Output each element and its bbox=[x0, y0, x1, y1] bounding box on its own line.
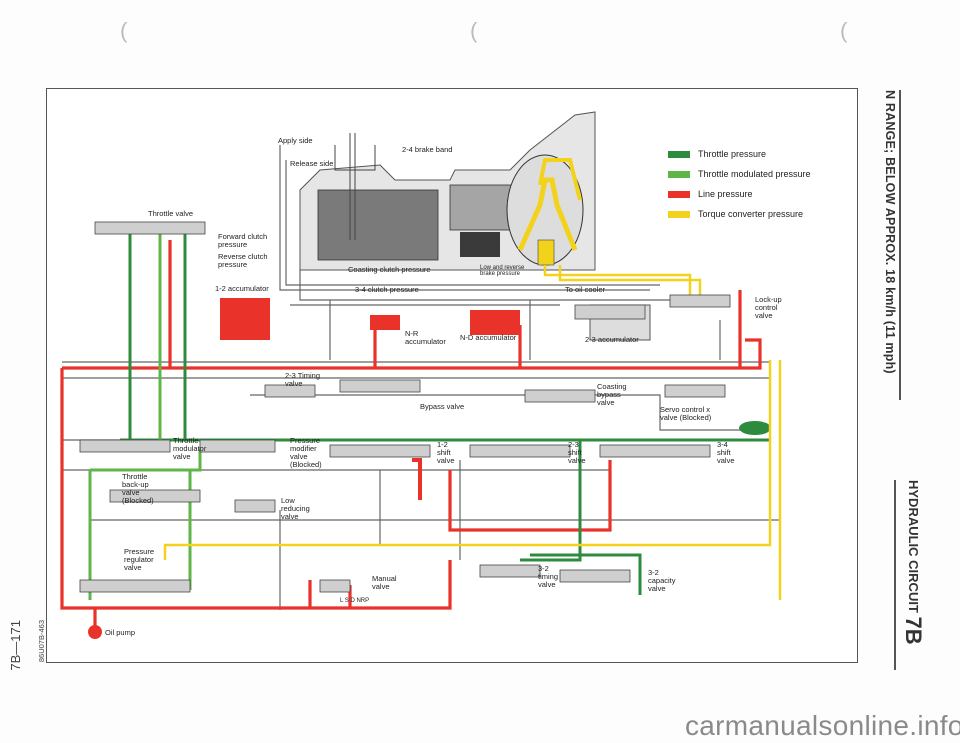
legend-item-line: Line pressure bbox=[668, 184, 811, 204]
label-brake-band: 2-4 brake band bbox=[402, 145, 453, 154]
converter-pressure-circuit bbox=[163, 265, 782, 600]
title-rule bbox=[899, 90, 901, 400]
label-clutch-34: 3-4 clutch pressure bbox=[355, 285, 419, 294]
legend-label: Throttle modulated pressure bbox=[698, 169, 811, 179]
label-low-reverse: Low and reverse brake pressure bbox=[480, 265, 525, 277]
chapter-title: HYDRAULIC CIRCUIT bbox=[906, 480, 921, 613]
chapter-rule bbox=[894, 480, 896, 670]
chapter-heading: HYDRAULIC CIRCUIT 7B bbox=[900, 480, 926, 645]
page-number: 7B—171 bbox=[8, 620, 23, 671]
label-manual-positions: L S D NRP bbox=[340, 598, 370, 604]
legend-label: Line pressure bbox=[698, 189, 753, 199]
label-accumulator-23: 2-3 accumulator bbox=[585, 335, 639, 344]
label-coasting-clutch: Coasting clutch pressure bbox=[348, 265, 431, 274]
torque-converter bbox=[517, 158, 582, 266]
label-shift-12: 1-2 shift valve bbox=[437, 440, 455, 465]
label-release-side: Release side bbox=[290, 159, 334, 168]
accumulator-12 bbox=[220, 298, 270, 340]
scan-mark: ( bbox=[120, 18, 128, 43]
legend-swatch bbox=[668, 170, 690, 178]
legend-item-throttle: Throttle pressure bbox=[668, 144, 811, 164]
label-apply-side: Apply side bbox=[278, 136, 313, 145]
label-lockup: Lock-up control valve bbox=[755, 295, 782, 320]
legend-item-converter: Torque converter pressure bbox=[668, 204, 811, 224]
legend-swatch bbox=[668, 190, 690, 198]
label-shift-34: 3-4 shift valve bbox=[717, 440, 735, 465]
label-nd-accumulator: N-D accumulator bbox=[460, 333, 517, 342]
watermark: carmanualsonline.info bbox=[685, 710, 960, 741]
nd-accumulator bbox=[470, 310, 520, 335]
label-reverse-clutch: Reverse clutch pressure bbox=[218, 252, 268, 269]
label-timing-23: 2-3 Timing valve bbox=[285, 371, 321, 388]
figure-id: 86U07B-463 bbox=[37, 620, 46, 663]
legend-item-throttle-modulated: Throttle modulated pressure bbox=[668, 164, 811, 184]
oil-pump-icon bbox=[88, 625, 102, 639]
label-to-oil-cooler: To oil cooler bbox=[565, 285, 606, 294]
scan-mark: ( bbox=[840, 18, 848, 43]
label-throttle-modulator: Throttle modulator valve bbox=[173, 436, 207, 461]
legend-label: Throttle pressure bbox=[698, 149, 767, 159]
legend: Throttle pressure Throttle modulated pre… bbox=[668, 144, 811, 224]
throttle-port bbox=[739, 421, 771, 435]
legend-swatch bbox=[668, 150, 690, 158]
legend-label: Torque converter pressure bbox=[698, 209, 804, 219]
label-coasting-bypass: Coasting bypass valve bbox=[597, 382, 627, 407]
page-subtitle: N RANGE; BELOW APPROX. 18 km/h (11 mph) bbox=[883, 90, 897, 374]
valves bbox=[79, 221, 731, 593]
label-capacity-32: 3-2 capacity valve bbox=[648, 568, 676, 593]
label-manual-valve: Manual valve bbox=[372, 574, 397, 591]
label-throttle-backup: Throttle back-up valve (Blocked) bbox=[122, 472, 154, 505]
nr-accumulator bbox=[370, 315, 400, 330]
label-servo-control: Servo control x valve (Blocked) bbox=[660, 405, 712, 422]
label-shift-23: 2-3 shift valve bbox=[568, 440, 586, 465]
label-timing-32: 3-2 timing valve bbox=[538, 564, 559, 589]
legend-swatch bbox=[668, 210, 690, 218]
line-pressure-circuit bbox=[60, 240, 762, 630]
label-low-reducing: Low reducing valve bbox=[281, 496, 310, 521]
shift-12-line bbox=[412, 458, 422, 500]
chapter-code: 7B bbox=[901, 616, 926, 645]
label-bypass: Bypass valve bbox=[420, 402, 465, 411]
label-forward-clutch: Forward clutch pressure bbox=[218, 232, 268, 249]
label-nr-accumulator: N-R accumulator bbox=[405, 329, 446, 346]
label-pressure-regulator: Pressure regulator valve bbox=[124, 547, 155, 572]
brake-band-servo bbox=[334, 133, 376, 240]
label-oil-pump: Oil pump bbox=[105, 628, 136, 637]
scan-mark: ( bbox=[470, 18, 478, 43]
label-throttle-valve: Throttle valve bbox=[148, 209, 194, 218]
label-pressure-modifier: Pressure modifier valve (Blocked) bbox=[290, 436, 322, 469]
label-accumulator-12: 1-2 accumulator bbox=[215, 284, 269, 293]
